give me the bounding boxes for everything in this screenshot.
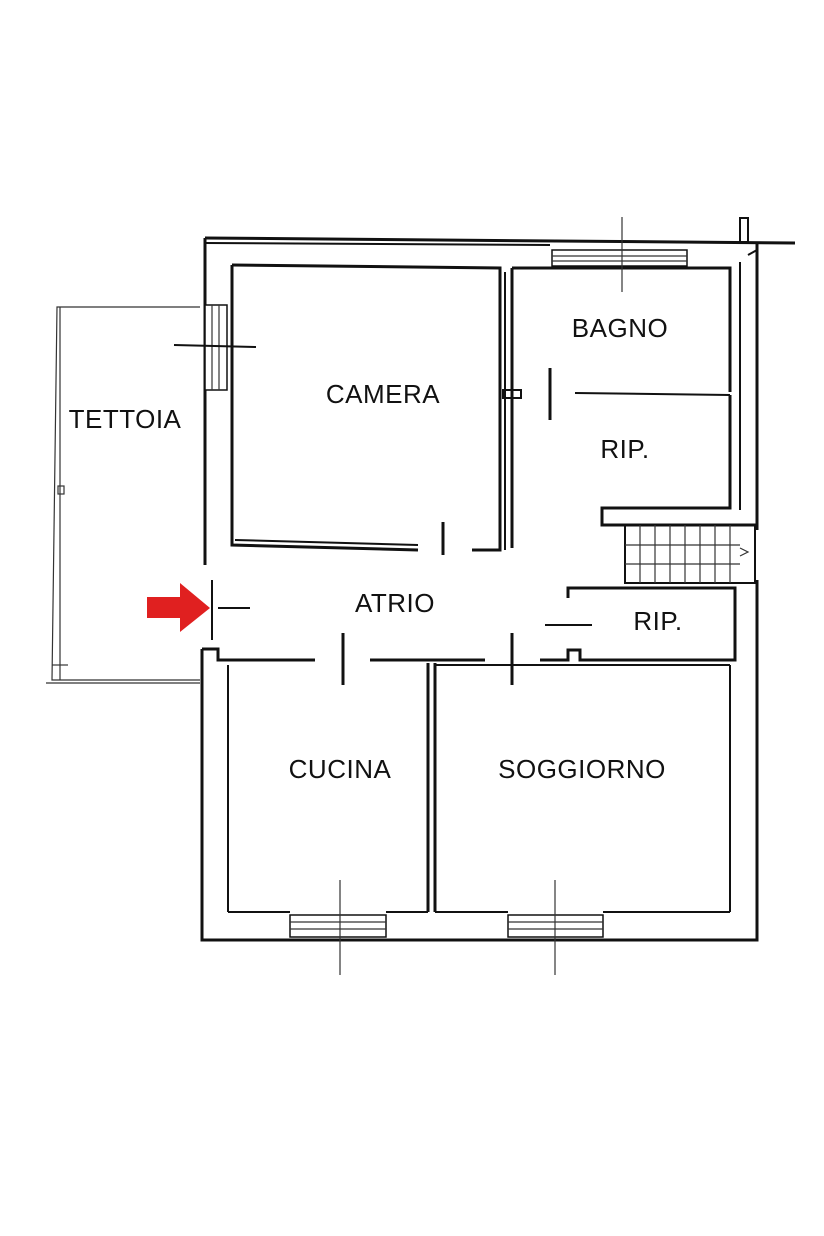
cucina-room [202, 647, 485, 975]
atrio-walls [211, 580, 737, 685]
outer-walls [200, 217, 796, 942]
soggiorno-room [433, 663, 731, 975]
staircase [624, 524, 756, 584]
label-rip-upper: RIP. [600, 434, 649, 464]
label-cucina: CUCINA [289, 754, 392, 784]
label-camera: CAMERA [326, 379, 440, 409]
label-atrio: ATRIO [355, 588, 435, 618]
label-rip-lower: RIP. [633, 606, 682, 636]
label-soggiorno: SOGGIORNO [498, 754, 666, 784]
entrance-arrow-icon [147, 583, 210, 632]
tettoia-outline [46, 306, 200, 684]
camera-window [173, 304, 257, 391]
camera-room [230, 263, 522, 555]
label-bagno: BAGNO [572, 313, 668, 343]
label-tettoia: TETTOIA [69, 404, 182, 434]
bagno-room [510, 217, 732, 548]
